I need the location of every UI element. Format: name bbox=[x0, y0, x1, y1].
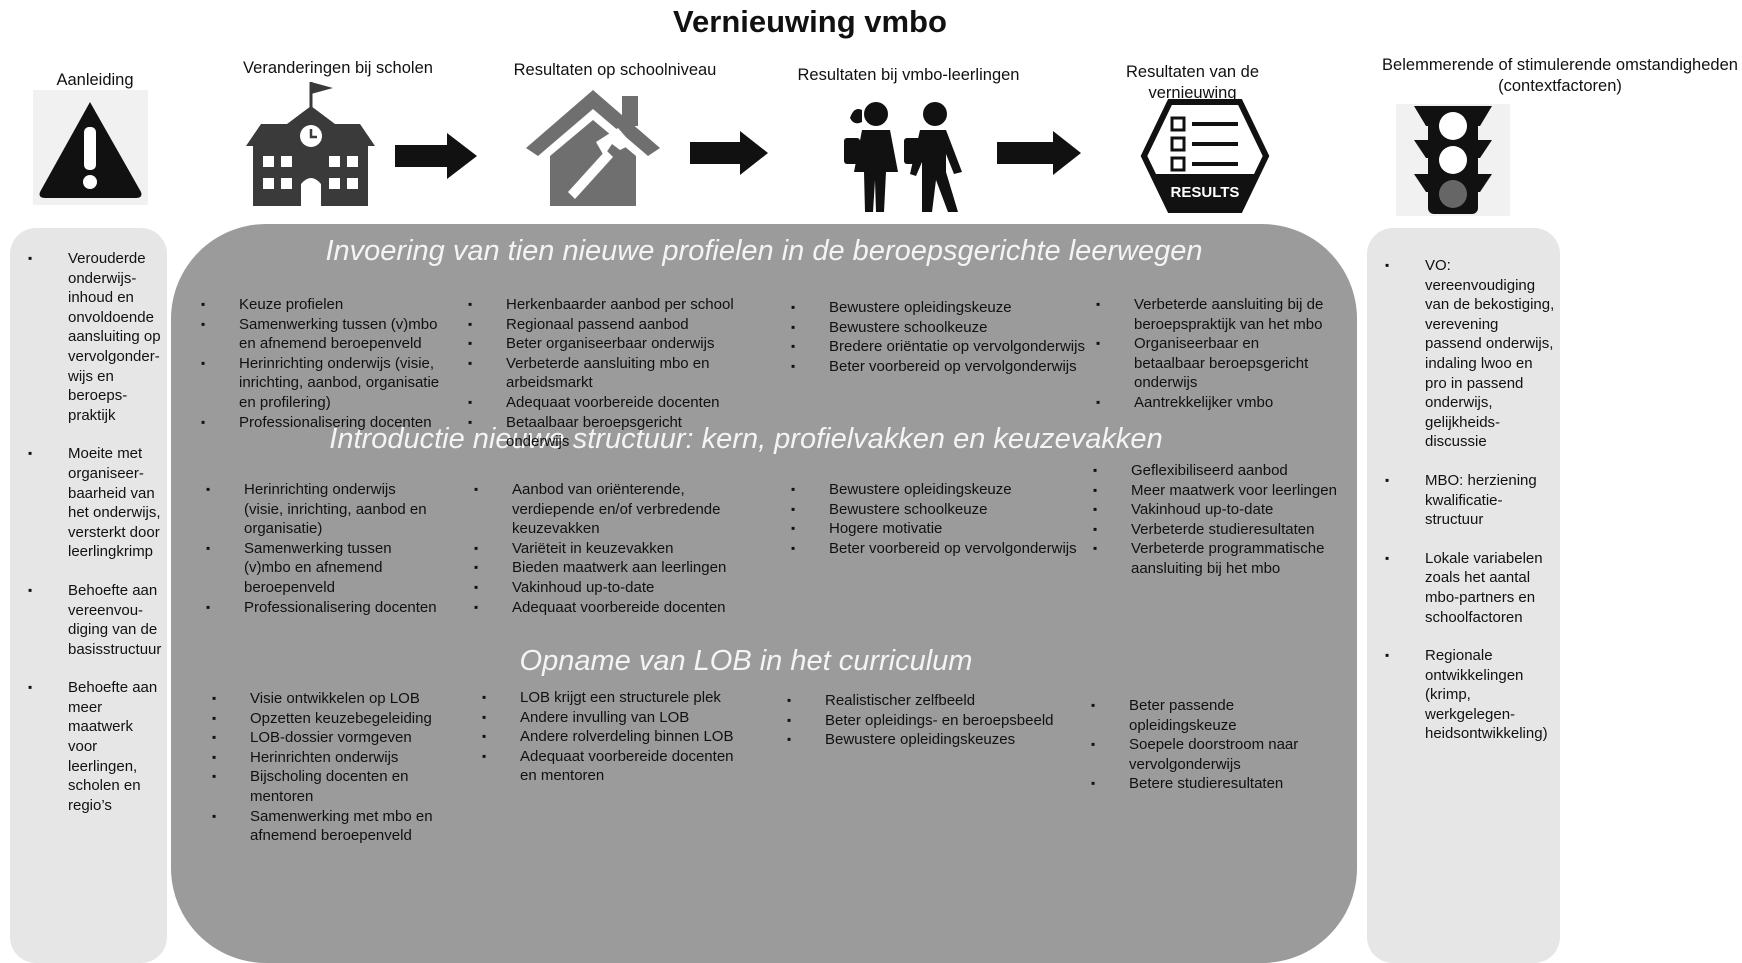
list-item: Beter voorbereid op vervolgonderwijs bbox=[789, 539, 1089, 559]
list-item: LOB krijgt een structurele plek bbox=[480, 688, 750, 708]
list-item: Vakinhoud up-to-date bbox=[472, 578, 742, 598]
list-item: Realistischer zelfbeeld bbox=[785, 691, 1075, 711]
header-aanleiding: Aanleiding bbox=[56, 71, 134, 89]
list-item: Organiseerbaar en betaalbaar beroepsgeri… bbox=[1094, 334, 1334, 393]
arrow-right-icon bbox=[690, 131, 768, 175]
list-item: Samenwerking tussen (v)mbo en afnemend b… bbox=[199, 315, 444, 354]
list-item: Herkenbaarder aanbod per school bbox=[466, 295, 741, 315]
lob-resultaten-vernieuwing-list: Beter passende opleidingskeuzeSoepele do… bbox=[1089, 696, 1344, 794]
page-title: Vernieuwing vmbo bbox=[673, 4, 947, 39]
structuur-resultaten-school-list: Aanbod van oriënterende, verdiepende en/… bbox=[472, 480, 742, 617]
list-item: Adequaat voorbereide docenten en mentore… bbox=[480, 747, 750, 786]
section-heading-lob: Opname van LOB in het curriculum bbox=[519, 645, 973, 677]
warning-icon bbox=[33, 90, 148, 205]
list-item: Variëteit in keuzevakken bbox=[472, 539, 742, 559]
list-item: Beter organiseerbaar onderwijs bbox=[466, 334, 741, 354]
traffic-light-icon bbox=[1396, 104, 1510, 216]
school-building-icon bbox=[246, 82, 375, 206]
left-panel-aanleiding: Verouderde onderwijs-inhoud en onvoldoen… bbox=[10, 228, 167, 963]
list-item: Moeite met organiseer-baarheid van het o… bbox=[22, 444, 162, 562]
results-label: RESULTS bbox=[1171, 184, 1240, 201]
list-item: Herinrichting onderwijs (visie, inrichti… bbox=[199, 354, 444, 413]
aanleiding-list: Verouderde onderwijs-inhoud en onvoldoen… bbox=[22, 249, 162, 834]
list-item: Lokale variabelen zoals het aantal mbo-p… bbox=[1379, 549, 1557, 627]
right-panel-context: VO: vereenvoudiging van de bekostiging, … bbox=[1367, 228, 1560, 963]
list-item: Beter opleidings- en beroepsbeeld bbox=[785, 711, 1075, 731]
list-item: Verbeterde programmatische aansluiting b… bbox=[1091, 539, 1341, 578]
list-item: Bijscholing docenten en mentoren bbox=[210, 767, 475, 806]
list-item: Bieden maatwerk aan leerlingen bbox=[472, 558, 742, 578]
list-item: Andere rolverdeling binnen LOB bbox=[480, 727, 750, 747]
list-item: Regionaal passend aanbod bbox=[466, 315, 741, 335]
list-item: Adequaat voorbereide docenten bbox=[466, 393, 741, 413]
list-item: Herinrichting onderwijs (visie, inrichti… bbox=[204, 480, 439, 539]
arrow-right-icon bbox=[395, 133, 477, 179]
list-item: Beter passende opleidingskeuze bbox=[1089, 696, 1344, 735]
list-item: Opzetten keuzebegeleiding bbox=[210, 709, 475, 729]
context-list: VO: vereenvoudiging van de bekostiging, … bbox=[1379, 256, 1557, 763]
list-item: Professionalisering docenten bbox=[204, 598, 439, 618]
header-resultaten-vernieuwing: Resultaten van de vernieuwing bbox=[1125, 63, 1259, 102]
list-item: Aanbod van oriënterende, verdiepende en/… bbox=[472, 480, 742, 539]
profielen-resultaten-leerlingen-list: Bewustere opleidingskeuzeBewustere schoo… bbox=[789, 298, 1089, 376]
list-item: Behoefte aan meer maatwerk voor leerling… bbox=[22, 678, 162, 815]
lob-resultaten-leerlingen-list: Realistischer zelfbeeldBeter opleidings-… bbox=[785, 691, 1075, 750]
results-checklist-icon: RESULTS bbox=[1140, 99, 1270, 213]
arrow-right-icon bbox=[997, 131, 1081, 175]
lob-resultaten-school-list: LOB krijgt een structurele plekAndere in… bbox=[480, 688, 750, 786]
list-item: Bewustere opleidingskeuze bbox=[789, 298, 1089, 318]
list-item: Bredere oriëntatie op vervolgonderwijs bbox=[789, 337, 1089, 357]
structuur-veranderingen-list: Herinrichting onderwijs (visie, inrichti… bbox=[204, 480, 439, 617]
list-item: Verouderde onderwijs-inhoud en onvoldoen… bbox=[22, 249, 162, 425]
list-item: Herinrichten onderwijs bbox=[210, 748, 475, 768]
list-item: Professionalisering docenten bbox=[199, 413, 444, 433]
list-item: Verbeterde aansluiting mbo en arbeidsmar… bbox=[466, 354, 741, 393]
list-item: Keuze profielen bbox=[199, 295, 444, 315]
list-item: Andere invulling van LOB bbox=[480, 708, 750, 728]
list-item: Hogere motivatie bbox=[789, 519, 1089, 539]
house-hammer-icon bbox=[526, 90, 660, 206]
list-item: Meer maatwerk voor leerlingen bbox=[1091, 481, 1341, 501]
list-item: Bewustere schoolkeuze bbox=[789, 318, 1089, 338]
list-item: Bewustere opleidingskeuzes bbox=[785, 730, 1075, 750]
header-resultaten-school: Resultaten op schoolniveau bbox=[513, 61, 717, 79]
list-item: VO: vereenvoudiging van de bekostiging, … bbox=[1379, 256, 1557, 452]
profielen-resultaten-school-list: Herkenbaarder aanbod per schoolRegionaal… bbox=[466, 295, 741, 452]
list-item: Regionale ontwikkelingen (krimp, werkgel… bbox=[1379, 646, 1557, 744]
list-item: Beter voorbereid op vervolgonderwijs bbox=[789, 357, 1089, 377]
list-item: Samenwerking met mbo en afnemend beroepe… bbox=[210, 807, 475, 846]
header-veranderingen: Veranderingen bij scholen bbox=[243, 59, 433, 77]
list-item: LOB-dossier vormgeven bbox=[210, 728, 475, 748]
list-item: Adequaat voorbereide docenten bbox=[472, 598, 742, 618]
list-item: Behoefte aan vereenvou-diging van de bas… bbox=[22, 581, 162, 659]
header-resultaten-leerlingen: Resultaten bij vmbo-leerlingen bbox=[797, 66, 1020, 84]
list-item: Vakinhoud up-to-date bbox=[1091, 500, 1341, 520]
list-item: MBO: herziening kwalificatie-structuur bbox=[1379, 471, 1557, 530]
section-heading-profielen: Invoering van tien nieuwe profielen in d… bbox=[325, 235, 1203, 267]
structuur-resultaten-vernieuwing-list: Geflexibiliseerd aanbodMeer maatwerk voo… bbox=[1091, 461, 1341, 579]
profielen-veranderingen-list: Keuze profielenSamenwerking tussen (v)mb… bbox=[199, 295, 444, 432]
list-item: Betere studieresultaten bbox=[1089, 774, 1344, 794]
students-icon bbox=[844, 102, 962, 212]
structuur-resultaten-leerlingen-list: Bewustere opleidingskeuzeBewustere schoo… bbox=[789, 480, 1089, 558]
list-item: Samenwerking tussen (v)mbo en afnemend b… bbox=[204, 539, 439, 598]
list-item: Aantrekkelijker vmbo bbox=[1094, 393, 1334, 413]
list-item: Visie ontwikkelen op LOB bbox=[210, 689, 475, 709]
list-item: Verbeterde aansluiting bij de beroepspra… bbox=[1094, 295, 1334, 334]
lob-veranderingen-list: Visie ontwikkelen op LOBOpzetten keuzebe… bbox=[210, 689, 475, 846]
header-context: Belemmerende of stimulerende omstandighe… bbox=[1382, 56, 1738, 95]
list-item: Verbeterde studieresultaten bbox=[1091, 520, 1341, 540]
list-item: Bewustere opleidingskeuze bbox=[789, 480, 1089, 500]
profielen-resultaten-vernieuwing-list: Verbeterde aansluiting bij de beroepspra… bbox=[1094, 295, 1334, 413]
list-item: Soepele doorstroom naar vervolgonderwijs bbox=[1089, 735, 1344, 774]
list-item: Geflexibiliseerd aanbod bbox=[1091, 461, 1341, 481]
list-item: Bewustere schoolkeuze bbox=[789, 500, 1089, 520]
list-item: Betaalbaar beroepsgericht onderwijs bbox=[466, 413, 741, 452]
